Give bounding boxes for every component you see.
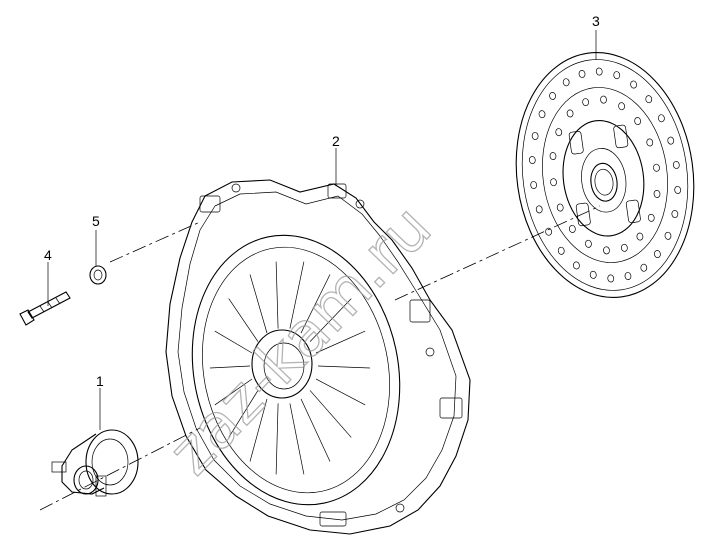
callout-part-2: 2 [332,133,340,149]
rivet-hole [556,203,564,212]
clutch-disc [515,52,695,298]
spring-finger [309,390,352,438]
spring-finger [289,403,305,475]
spring-finger [209,365,251,369]
rivet-hole [550,178,557,187]
spring-finger [214,378,253,406]
rivet-hole [549,91,556,100]
disc-rivet-holes [528,67,682,283]
rivet-hole [620,243,628,252]
callout-part-5: 5 [92,213,100,229]
rivet-hole [672,161,680,169]
lock-washer [89,265,107,285]
spring-finger [309,298,352,342]
rivet-hole [566,109,574,118]
rivet-hole [582,98,590,107]
rivet-hole [674,185,682,194]
spring-finger [275,261,279,329]
rivet-hole [603,246,610,255]
callout-part-1: 1 [96,373,104,389]
watermark-text: zaz-kam.ru [154,191,445,489]
rivet-hole [600,95,607,104]
rivet-hole [634,117,642,126]
spring-finger [289,261,305,329]
spring-finger [214,330,253,354]
rivet-hole [653,190,661,198]
rivet-hole [528,156,536,165]
spring-finger [228,390,259,438]
rivet-hole [562,78,570,87]
spring-finger [228,298,259,342]
rivet-hole [530,181,538,189]
spring-finger [275,403,279,475]
rivet-hole [630,80,637,89]
spring-finger [249,274,268,334]
pressure-plate-housing [165,179,471,535]
rivet-hole [549,152,557,160]
rivet-hole [578,70,586,78]
rivet-hole [671,210,679,218]
spring-finger [315,330,366,354]
rivet-hole [568,224,576,233]
rivet-hole [654,250,661,259]
rivet-hole [607,274,615,283]
rivet-hole [535,205,543,214]
callout-part-4: 4 [44,247,52,263]
spring-finger [249,398,268,462]
rivet-hole [624,272,632,280]
housing-lugs [199,183,463,527]
rivet-hole [585,239,592,248]
bolt [19,291,71,326]
rivet-hole [636,232,644,241]
diaphragm-spring-fingers [209,261,371,475]
rivet-hole [545,227,552,236]
rivet-hole [573,261,580,270]
rivet-hole [653,163,660,172]
rivet-hole [613,71,621,80]
rivet-hole [589,270,597,279]
rivet-hole [640,263,648,272]
rivet-hole [647,213,655,222]
rivet-hole [555,128,563,137]
damper-springs [568,124,641,227]
rivet-hole [595,67,603,76]
spring-finger [300,398,331,462]
release-bearing [51,429,139,497]
assembly-axis-lines [39,205,601,511]
rivet-hole [557,246,565,255]
rivet-hole [531,132,539,140]
spring-finger [300,274,331,334]
rivet-hole [664,231,672,240]
rivet-hole [618,102,625,111]
rivet-hole [538,110,546,119]
callout-part-3: 3 [592,13,600,29]
spring-finger [315,378,366,406]
rivet-hole [646,138,654,147]
leader-lines [47,30,597,430]
rivet-hole [658,114,665,123]
rivet-hole [667,136,675,145]
rivet-hole [645,95,653,104]
spring-finger [317,365,371,369]
